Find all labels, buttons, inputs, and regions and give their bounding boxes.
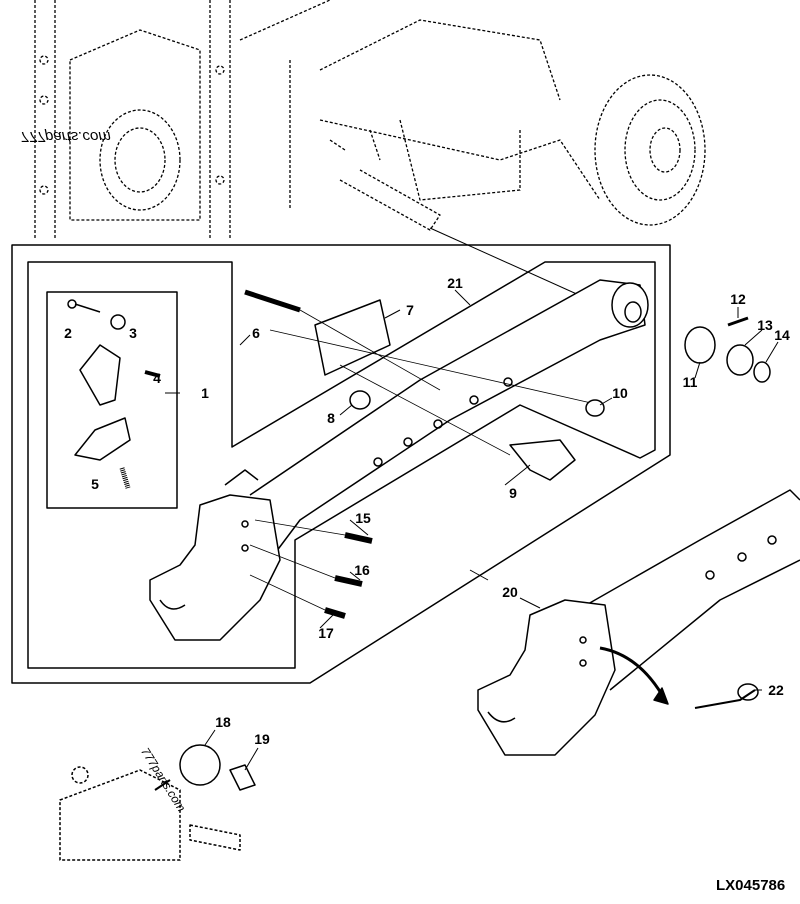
callout-16: 16 (354, 562, 370, 578)
callout-3: 3 (129, 325, 137, 341)
callout-9: 9 (509, 485, 517, 501)
callout-17: 17 (318, 625, 334, 641)
callout-4: 4 (153, 370, 161, 386)
callout-15: 15 (355, 510, 371, 526)
watermark-mirrored: 777parts.com (20, 128, 111, 145)
lower-link-21 (249, 279, 649, 561)
callout-1: 1 (201, 385, 209, 401)
inner-frame (27, 261, 656, 669)
callout-21: 21 (447, 275, 463, 291)
callout-10: 10 (612, 385, 628, 401)
lower-link-20 (477, 489, 800, 756)
callout-19: 19 (254, 731, 270, 747)
callout-6: 6 (252, 325, 260, 341)
reference-code: LX045786 (716, 877, 786, 894)
callout-12: 12 (730, 291, 746, 307)
callout-5: 5 (91, 476, 99, 492)
callout-8: 8 (327, 410, 335, 426)
callout-20: 20 (502, 584, 518, 600)
callout-2: 2 (64, 325, 72, 341)
callout-14: 14 (774, 327, 790, 343)
callout-22: 22 (768, 682, 784, 698)
bottom-left-detail (59, 766, 241, 861)
outer-frame (11, 244, 671, 684)
callout-7: 7 (406, 302, 414, 318)
kit-1-box (46, 291, 178, 509)
hook-upper (149, 469, 281, 641)
kit-parts (67, 299, 161, 489)
tractor-background (34, 0, 706, 240)
callout-13: 13 (757, 317, 773, 333)
callout-11: 11 (682, 374, 698, 390)
callout-18: 18 (215, 714, 231, 730)
